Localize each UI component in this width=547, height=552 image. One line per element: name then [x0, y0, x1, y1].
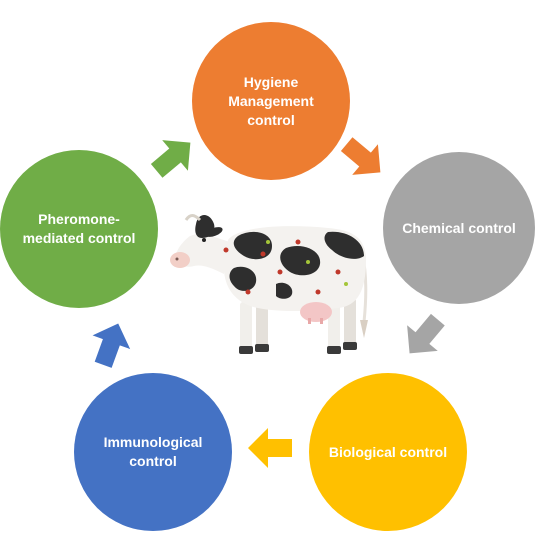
arrow-immunological-to-pheromone-icon — [92, 323, 131, 368]
node-label: Chemical control — [402, 219, 516, 236]
node-chemical-control: Chemical control — [383, 152, 535, 304]
arrow-chemical-to-biological-icon — [407, 313, 445, 354]
cow-icon — [170, 214, 368, 354]
arrow-pheromone-to-hygiene-icon — [150, 140, 191, 178]
node-label: Biological control — [328, 443, 448, 460]
arrow-biological-to-immunological-icon — [248, 428, 292, 468]
node-immunological-control: Immunological control — [74, 373, 232, 531]
node-label: Immunological control — [103, 434, 203, 469]
node-label: Hygiene Management control — [228, 73, 314, 128]
node-pheromone-mediated-control: Pheromone-mediated control — [0, 150, 158, 308]
node-hygiene-management-control: Hygiene Management control — [192, 22, 350, 180]
arrow-hygiene-to-chemical-icon — [340, 137, 381, 175]
node-biological-control: Biological control — [309, 373, 467, 531]
node-label: Pheromone-mediated control — [22, 211, 136, 246]
